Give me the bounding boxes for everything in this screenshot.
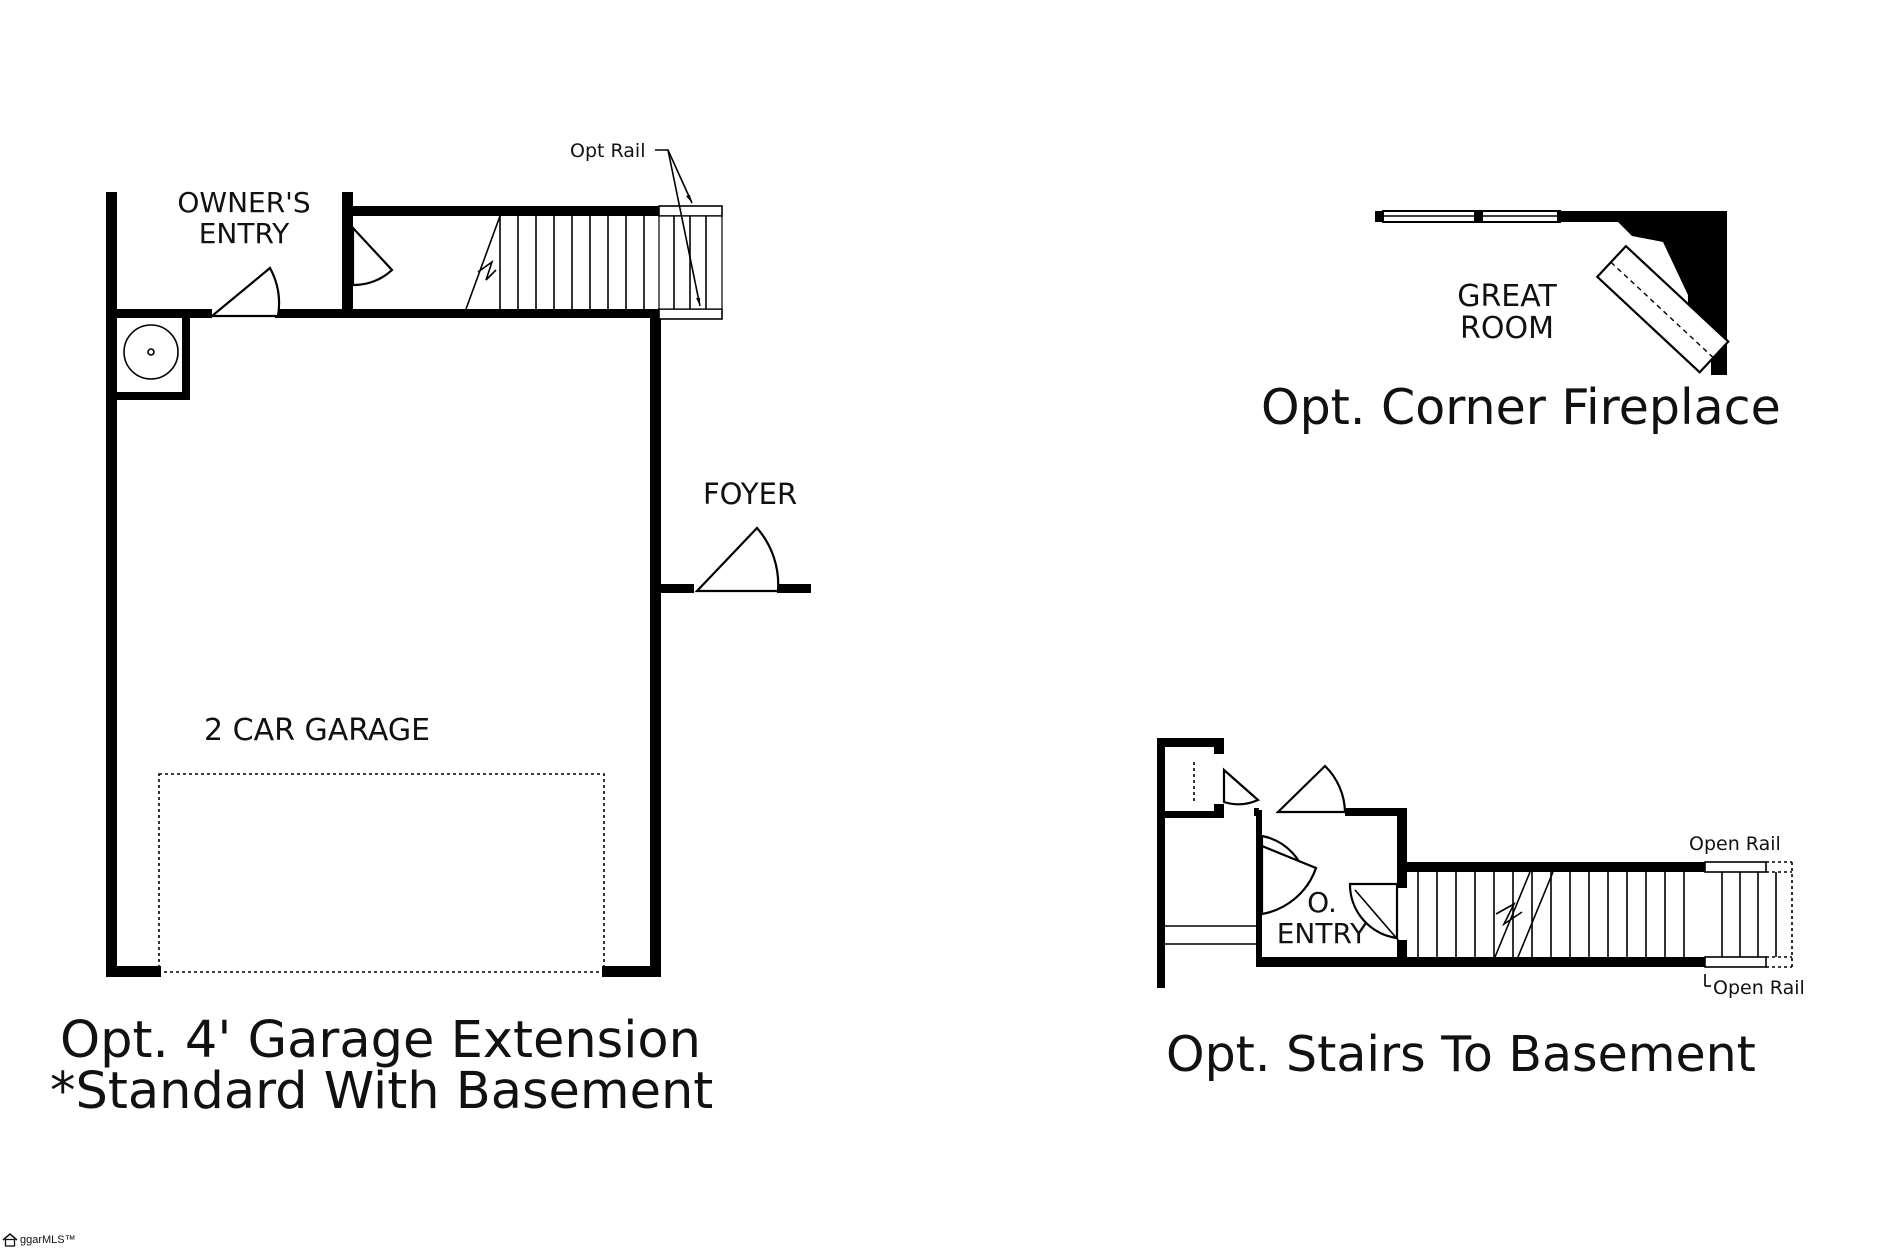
stairs-to-basement-plan: Open Rail Open Rail O. ENTRY Opt. Stairs… [1157, 738, 1805, 1083]
foyer-door [694, 526, 780, 593]
great-room-label: GREAT [1457, 279, 1557, 314]
mls-watermark: ggarMLS™ [2, 1233, 76, 1247]
hall-door [351, 225, 394, 287]
fireplace-caption: Opt. Corner Fireplace [1261, 379, 1781, 436]
corner-fireplace-plan: GREAT ROOM Opt. Corner Fireplace [1261, 210, 1781, 436]
owners-entry-label-2: ENTRY [199, 217, 290, 250]
opt-rail-label: Opt Rail [570, 140, 646, 162]
garage-extension-plan: OWNER'S ENTRY Opt Rail FOYER 2 CAR GARAG… [50, 140, 811, 1121]
garage-door-outline [158, 773, 605, 973]
open-rail-bottom-label: Open Rail [1713, 977, 1805, 999]
open-rail [1704, 861, 1793, 968]
garage-stairs [465, 215, 645, 310]
owners-entry-label: OWNER'S [177, 186, 310, 219]
garage-label: 2 CAR GARAGE [204, 713, 430, 748]
stairs-caption: Opt. Stairs To Basement [1166, 1026, 1756, 1083]
open-rail-top-label: Open Rail [1689, 833, 1781, 855]
great-room-label-2: ROOM [1460, 311, 1554, 346]
mls-watermark-text: ggarMLS™ [20, 1234, 76, 1246]
house-logo-icon [2, 1233, 18, 1247]
foyer-label: FOYER [703, 477, 797, 511]
entry-label-2: ENTRY [1277, 917, 1368, 950]
fireplace-hearth [1595, 244, 1730, 374]
owners-entry-door [208, 266, 281, 318]
basement-stairs [1417, 871, 1685, 958]
garage-caption-line2: *Standard With Basement [50, 1062, 713, 1121]
garage-caption-line1: Opt. 4' Garage Extension [60, 1011, 701, 1070]
entry-label: O. [1307, 886, 1337, 919]
opt-rail [655, 149, 723, 320]
